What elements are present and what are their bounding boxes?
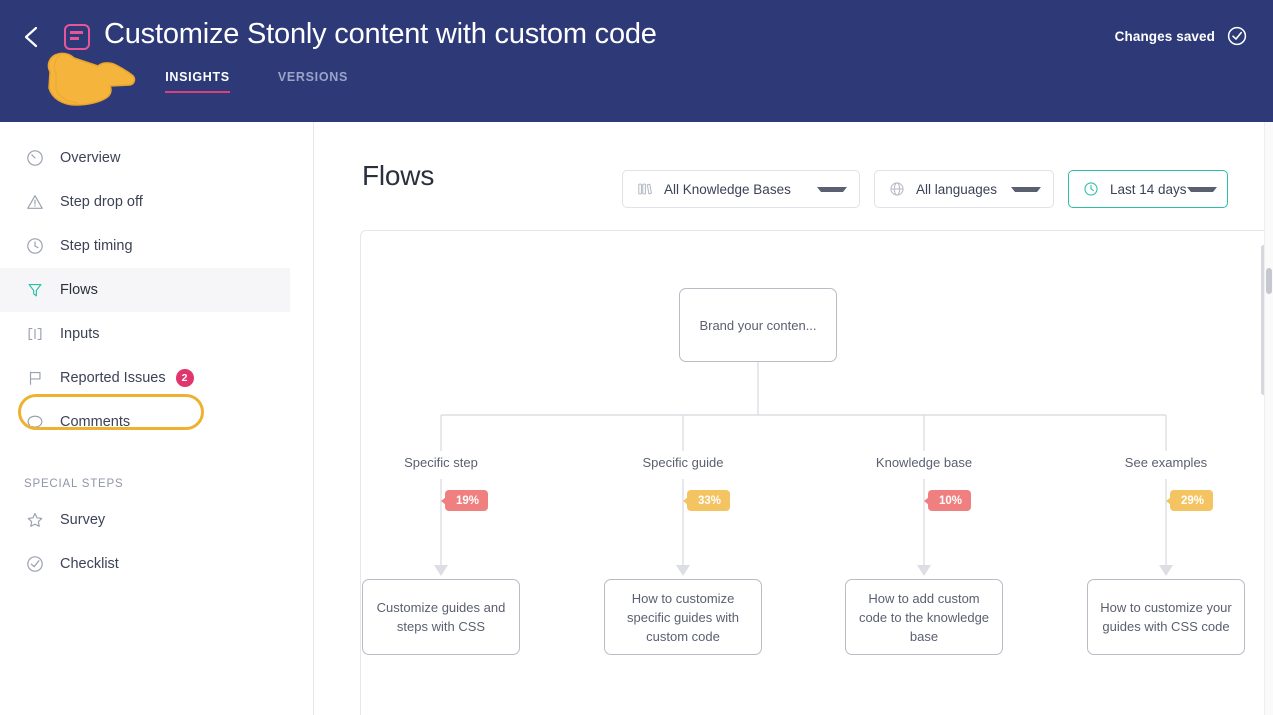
branch-label: See examples <box>1124 455 1208 470</box>
sidebar-item-label: Overview <box>60 150 121 166</box>
filter-bar: All Knowledge Bases All languages <box>622 170 1228 208</box>
branch-percent-badge: 10% <box>923 490 972 511</box>
back-button[interactable] <box>18 22 46 52</box>
sidebar-item-label: Comments <box>60 414 131 430</box>
sidebar-item-inputs[interactable]: Inputs <box>0 312 313 356</box>
flow-connectors <box>434 362 1173 576</box>
card-scrollbar-thumb[interactable] <box>1261 245 1266 395</box>
books-icon <box>636 180 654 198</box>
brackets-icon <box>24 323 46 345</box>
flow-leaf-node[interactable]: How to add custom code to the knowledge … <box>845 579 1003 655</box>
comment-icon <box>24 411 46 433</box>
branch-label: Specific guide <box>642 455 724 470</box>
chevron-down-icon <box>817 186 847 192</box>
language-filter[interactable]: All languages <box>874 170 1054 208</box>
guide-square-icon <box>64 24 90 50</box>
sidebar-item-checklist[interactable]: Checklist <box>0 542 313 586</box>
sidebar-item-label: Step drop off <box>60 194 143 210</box>
branch-label: Specific step <box>404 455 478 470</box>
section-title: Flows <box>362 160 435 191</box>
page-scrollbar-track[interactable] <box>1264 122 1273 715</box>
tab-versions[interactable]: VERSIONS <box>277 70 349 84</box>
chevron-down-icon <box>1011 186 1041 192</box>
filter-label: All Knowledge Bases <box>664 181 791 197</box>
star-icon <box>24 509 46 531</box>
tab-insights[interactable]: INSIGHTS <box>165 70 230 96</box>
status-badge: 2 <box>175 369 194 387</box>
sidebar-item-label: Checklist <box>60 556 119 572</box>
tab-editor[interactable]: EDITOR <box>66 70 118 84</box>
insights-main-panel: Flows All Knowledge Bases All <box>314 122 1273 715</box>
page-scrollbar-thumb[interactable] <box>1266 268 1272 294</box>
knowledge-base-filter[interactable]: All Knowledge Bases <box>622 170 860 208</box>
date-range-filter[interactable]: Last 14 days <box>1068 170 1228 208</box>
check-circle-icon <box>24 553 46 575</box>
chevron-left-icon <box>24 26 38 48</box>
sidebar-item-step-timing[interactable]: Step timing <box>0 224 313 268</box>
page-title: Customize Stonly content with custom cod… <box>104 18 657 50</box>
sidebar-section-label: SPECIAL STEPS <box>24 478 124 490</box>
check-circle-icon <box>1227 26 1247 46</box>
sidebar-item-overview[interactable]: Overview <box>0 136 313 180</box>
sidebar-item-reported-issues[interactable]: Reported Issues 2 <box>0 356 313 400</box>
sidebar-item-label: Reported Issues <box>60 370 166 386</box>
flow-leaf-node[interactable]: How to customize your guides with CSS co… <box>1087 579 1245 655</box>
sidebar-item-step-drop-off[interactable]: Step drop off <box>0 180 313 224</box>
save-status: Changes saved <box>1115 26 1247 46</box>
globe-icon <box>888 180 906 198</box>
funnel-icon <box>24 279 46 301</box>
save-status-label: Changes saved <box>1114 28 1215 44</box>
flow-root-node[interactable]: Brand your conten... <box>679 288 837 362</box>
app-header: Customize Stonly content with custom cod… <box>0 0 1273 122</box>
sidebar-item-label: Inputs <box>60 326 100 342</box>
branch-percent-badge: 33% <box>682 490 731 511</box>
insights-sidebar: Overview Step drop off Step timing Flows <box>0 122 314 715</box>
sidebar-item-flows[interactable]: Flows <box>0 268 290 312</box>
clock-icon <box>24 235 46 257</box>
branch-percent-badge: 19% <box>440 490 489 511</box>
filter-label: Last 14 days <box>1110 181 1187 197</box>
flag-icon <box>24 367 46 389</box>
clock-icon <box>1082 180 1100 198</box>
warning-triangle-icon <box>24 191 46 213</box>
flow-leaf-node[interactable]: How to customize specific guides with cu… <box>604 579 762 655</box>
gauge-icon <box>24 147 46 169</box>
sidebar-item-label: Survey <box>60 512 106 528</box>
header-tabs: EDITOR INSIGHTS VERSIONS <box>66 70 396 96</box>
branch-percent-badge: 29% <box>1165 490 1214 511</box>
sidebar-item-survey[interactable]: Survey <box>0 498 313 542</box>
chevron-down-icon <box>1186 186 1217 192</box>
sidebar-item-comments[interactable]: Comments <box>0 400 313 444</box>
branch-label: Knowledge base <box>875 455 973 470</box>
sidebar-item-label: Step timing <box>60 238 133 254</box>
flow-diagram-card: Brand your conten... Specific step 19% C… <box>360 230 1269 715</box>
sidebar-item-label: Flows <box>60 282 98 298</box>
filter-label: All languages <box>916 181 998 197</box>
flow-leaf-node[interactable]: Customize guides and steps with CSS <box>362 579 520 655</box>
